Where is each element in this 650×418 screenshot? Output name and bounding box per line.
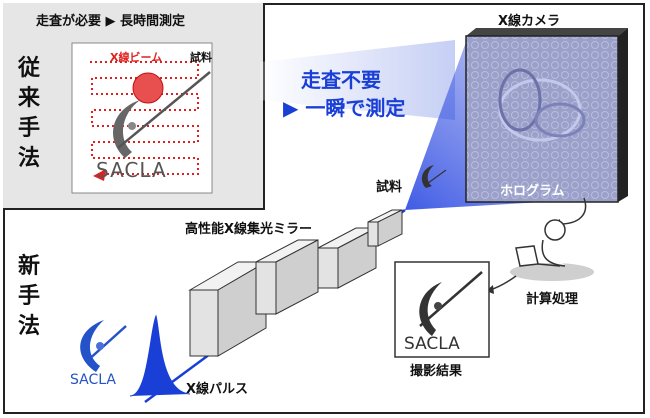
flow-arrow-camera-to-computer bbox=[559, 197, 587, 225]
scan-card bbox=[71, 42, 213, 194]
result-label: 撮影結果 bbox=[410, 364, 463, 379]
conventional-beam-label: X線ビーム bbox=[110, 51, 163, 64]
xray-camera bbox=[465, 28, 628, 203]
flow-arrow-computer-to-result bbox=[489, 275, 517, 291]
new-method-label: 新手法 bbox=[17, 254, 40, 339]
conv-logo-swoosh bbox=[113, 100, 140, 158]
mirror-box-4 bbox=[367, 209, 403, 247]
mirror-box-3 bbox=[317, 227, 377, 289]
computer-user-icon bbox=[510, 219, 594, 281]
conventional-method-label: 従来手法 bbox=[17, 56, 40, 171]
mirror-label: 高性能X線集光ミラー bbox=[185, 222, 313, 237]
result-image bbox=[394, 261, 490, 358]
beam-spot bbox=[132, 72, 164, 104]
hologram-label: ホログラム bbox=[500, 184, 565, 199]
conventional-title: 走査が必要 ▶ 長時間測定 bbox=[36, 14, 186, 29]
result-logo-tail bbox=[419, 271, 483, 327]
sample-label: 試料 bbox=[376, 180, 403, 195]
scan-arrowhead bbox=[93, 169, 106, 181]
pulse-label: X線パルス bbox=[186, 382, 249, 397]
camera-label: X線カメラ bbox=[498, 14, 561, 29]
computation-label: 計算処理 bbox=[526, 292, 579, 307]
sample-icon bbox=[421, 165, 434, 188]
headline-line2: ▶ 一瞬で測定 bbox=[283, 96, 406, 120]
mirror-box-2 bbox=[255, 239, 319, 315]
headline-line1: 走査不要 bbox=[301, 68, 381, 92]
conv-logo-tail bbox=[117, 71, 211, 149]
headline-arrow bbox=[260, 40, 455, 120]
conv-logo-dot bbox=[128, 122, 136, 130]
xray-pulse bbox=[129, 314, 191, 397]
sacla-logo-swoosh bbox=[80, 320, 104, 372]
conventional-logo-text: SACLA bbox=[96, 158, 167, 182]
result-logo-text: SACLA bbox=[404, 334, 460, 354]
sacla-logo-text: SACLA bbox=[70, 372, 116, 388]
mirror-box-1 bbox=[188, 261, 268, 357]
conventional-sample-label: 試料 bbox=[190, 51, 212, 64]
sacla-logo-tail bbox=[85, 325, 127, 363]
